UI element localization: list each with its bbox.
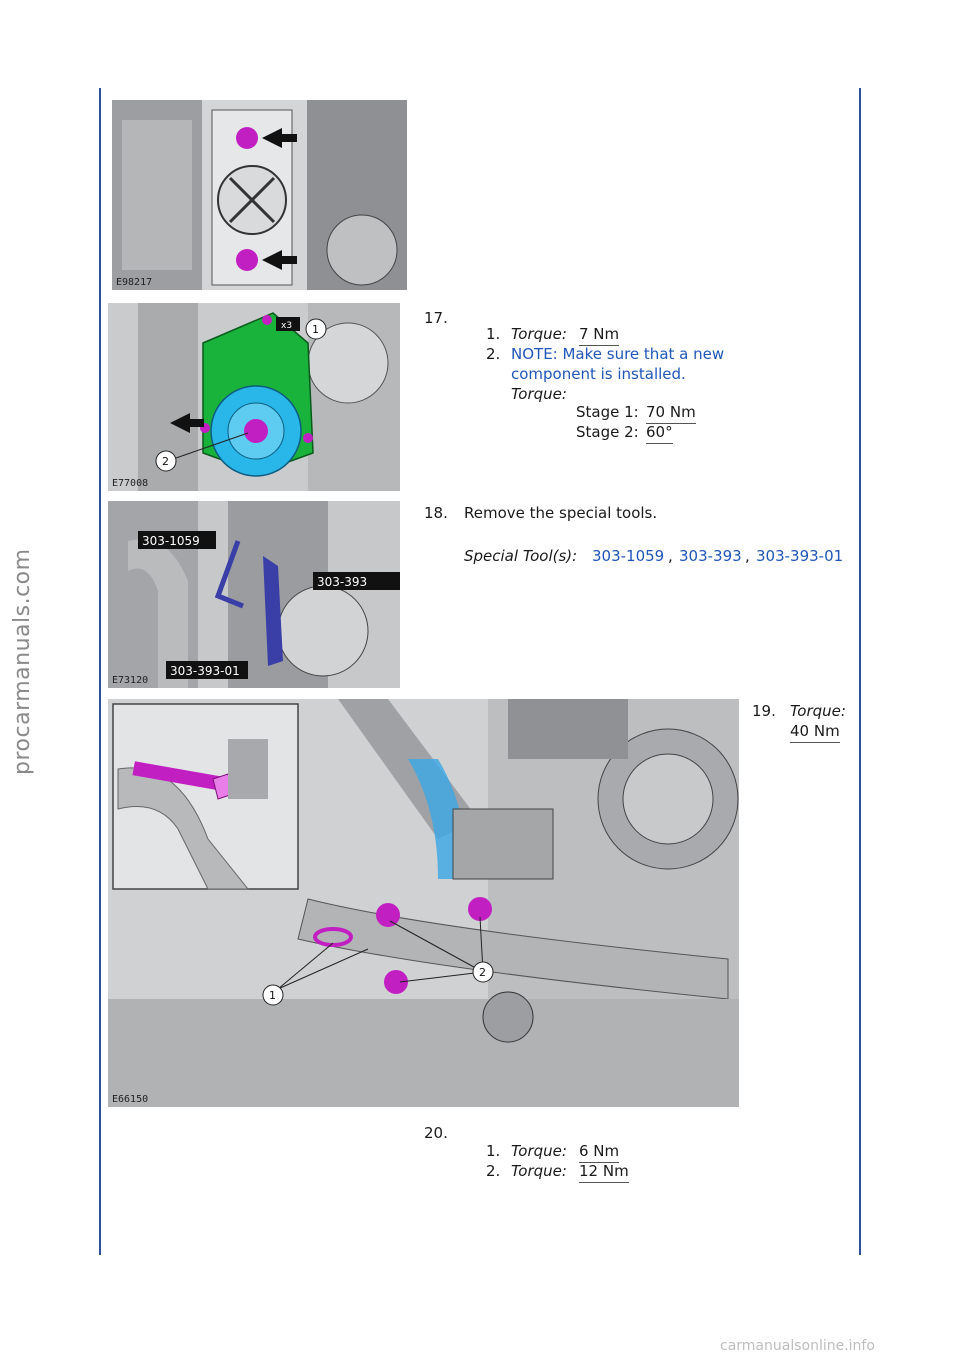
side-watermark: procarmanuals.com bbox=[10, 548, 35, 775]
step-20: 20. 1. Torque: 6 Nm 2. Torque: 12 Nm bbox=[424, 1123, 854, 1185]
torque-value-link[interactable]: 6 Nm bbox=[579, 1141, 620, 1163]
callout-2: 2 bbox=[162, 455, 169, 468]
engine-illustration-4: 1 2 bbox=[108, 699, 739, 1107]
tool-label-303-393: 303-393 bbox=[317, 575, 367, 589]
figure-e98217: E98217 bbox=[112, 100, 407, 290]
note-line-2: component is installed. bbox=[511, 365, 686, 383]
callout-1: 1 bbox=[269, 989, 276, 1002]
callout-1: 1 bbox=[312, 323, 319, 336]
special-tools-label: Special Tool(s): bbox=[464, 547, 578, 565]
figure-code: E77008 bbox=[112, 478, 149, 489]
substep-number: 2. bbox=[486, 345, 501, 363]
tool-label-303-1059: 303-1059 bbox=[142, 534, 200, 548]
step-number: 20. bbox=[424, 1124, 448, 1142]
engine-illustration-1 bbox=[112, 100, 407, 290]
tool-label-303-393-01: 303-393-01 bbox=[170, 664, 240, 678]
stage-1-value-link[interactable]: 70 Nm bbox=[646, 402, 696, 424]
callout-label-x3: x3 bbox=[281, 321, 292, 331]
figure-e73120: 303-1059 303-393 303-393-01 E73120 bbox=[108, 501, 400, 688]
tool-link-303-393-01[interactable]: 303-393-01 bbox=[756, 547, 844, 565]
stage-2-label: Stage 2: bbox=[576, 423, 639, 441]
torque-value-link[interactable]: 7 Nm bbox=[579, 324, 620, 346]
footer-watermark: carmanualsonline.info bbox=[720, 1338, 875, 1354]
figure-code: E66150 bbox=[112, 1094, 149, 1105]
stage-2-value-link[interactable]: 60° bbox=[646, 422, 673, 444]
callout-2: 2 bbox=[479, 966, 486, 979]
right-margin-rule bbox=[859, 88, 861, 1255]
left-margin-rule bbox=[99, 88, 101, 1255]
torque-label: Torque: bbox=[790, 702, 846, 720]
tool-link-303-1059[interactable]: 303-1059 bbox=[592, 547, 665, 565]
step-number: 17. bbox=[424, 309, 448, 327]
substep-number: 2. bbox=[486, 1162, 501, 1180]
figure-code: E73120 bbox=[112, 675, 149, 686]
torque-value-link[interactable]: 12 Nm bbox=[579, 1161, 629, 1183]
tool-link-303-393[interactable]: 303-393 bbox=[679, 547, 742, 565]
engine-illustration-2: x3 1 2 bbox=[108, 303, 400, 491]
substep-number: 1. bbox=[486, 325, 501, 343]
torque-label: Torque: bbox=[511, 325, 567, 343]
separator: , bbox=[668, 547, 673, 565]
torque-label: Torque: bbox=[511, 385, 567, 403]
separator: , bbox=[745, 547, 750, 565]
note-line-1: NOTE: Make sure that a new bbox=[511, 345, 725, 363]
substep-number: 1. bbox=[486, 1142, 501, 1160]
step-text: Remove the special tools. bbox=[464, 504, 658, 522]
step-number: 18. bbox=[424, 504, 448, 522]
step-number: 19. bbox=[752, 702, 776, 720]
torque-value-link[interactable]: 40 Nm bbox=[790, 721, 840, 743]
stage-1-label: Stage 1: bbox=[576, 403, 639, 421]
torque-label: Torque: bbox=[511, 1142, 567, 1160]
figure-e77008: x3 1 2 E77008 bbox=[108, 303, 400, 491]
step-17: 17. 1. Torque: 7 Nm 2. NOTE: Make sure t… bbox=[424, 308, 854, 444]
step-19: 19. Torque: 40 Nm bbox=[752, 701, 856, 745]
engine-illustration-3: 303-1059 303-393 303-393-01 bbox=[108, 501, 400, 688]
torque-label: Torque: bbox=[511, 1162, 567, 1180]
figure-e66150: 1 2 E66150 bbox=[108, 699, 739, 1107]
figure-code: E98217 bbox=[116, 277, 153, 288]
step-18: 18. Remove the special tools. Special To… bbox=[424, 503, 854, 573]
